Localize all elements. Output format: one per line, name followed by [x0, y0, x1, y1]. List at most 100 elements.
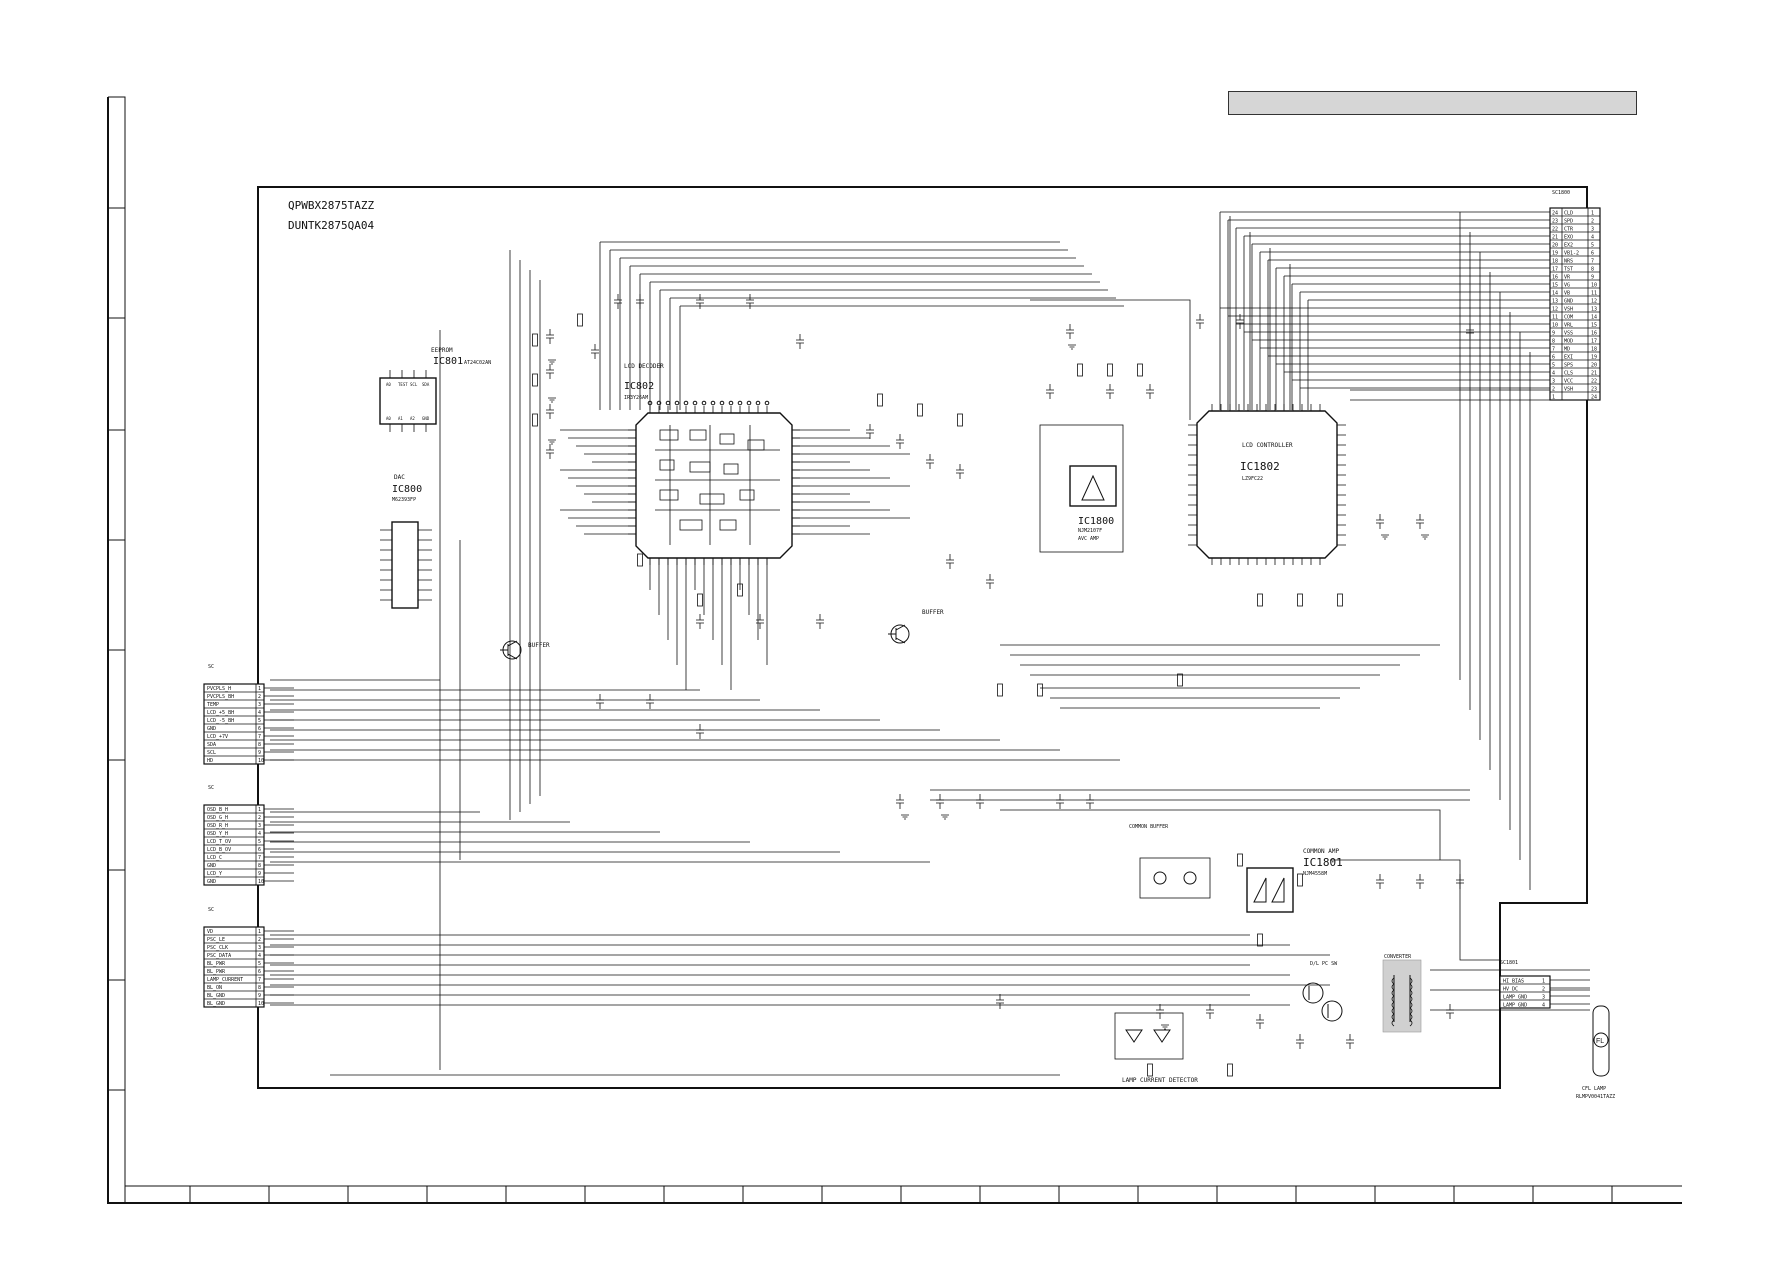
connector-pin-number: 3 [258, 702, 261, 708]
resistor [637, 553, 643, 567]
connector-pin-number: 16 [1591, 331, 1597, 337]
cfl-lamp: FL CFL LAMP RLMPV0041TAZZ [1576, 1005, 1615, 1100]
connector-pin-number: 14 [1591, 315, 1597, 321]
connector-pin-label: VSS [1564, 331, 1573, 337]
internal-block [699, 493, 725, 505]
connector-pin-label: LCD_-5_BH [207, 718, 234, 724]
svg-text:BUFFER: BUFFER [528, 642, 550, 649]
connector-pin-number: 7 [258, 977, 261, 983]
connector-pin-label: CLS [1564, 371, 1573, 377]
connector-pin-label: LAMP_CURRENT [207, 977, 243, 983]
connector-ref: SC1800 [1552, 190, 1570, 196]
connector-pin-number: 4 [258, 953, 261, 959]
connector-pin-number: 2 [258, 937, 261, 943]
connector-pin-number: 10 [258, 879, 264, 885]
internal-block [719, 433, 735, 445]
connector-pin-number: 1 [258, 807, 261, 813]
svg-text:COMMON BUFFER: COMMON BUFFER [1129, 824, 1169, 830]
connector-pin-number: 3 [1591, 227, 1594, 233]
connector-pin-number: 2 [258, 815, 261, 821]
pin-dot [665, 400, 671, 406]
connector-pin-number: 15 [1591, 323, 1597, 329]
connector-pin-number: 4 [1542, 1003, 1545, 1009]
decoder-ref: IC802 [624, 381, 654, 392]
regulator-part: NJM2107F [1078, 528, 1102, 534]
resistor [1297, 873, 1303, 887]
common-amp-part: NJM4558M [1303, 871, 1327, 877]
connector-pin-number: 6 [258, 726, 261, 732]
resistor [1297, 593, 1303, 607]
connector-pin-number: 20 [1591, 363, 1597, 369]
eeprom-pin-label: SCL [410, 382, 418, 387]
decoder-kind: LCD DECODER [624, 363, 664, 370]
connector-pin-number: 10 [258, 758, 264, 764]
connector-pin-number: 10 [1591, 283, 1597, 289]
connector-pin-label: EXO [1564, 235, 1573, 241]
resistor [577, 313, 583, 327]
resistor [532, 373, 538, 387]
connector-pin-number: 1 [1552, 395, 1555, 401]
connector-pin-label: SPS [1564, 363, 1573, 369]
connector-pin-label: VSH [1564, 307, 1573, 313]
connector-ref: SC [208, 785, 214, 791]
connector-pin-number: 24 [1591, 395, 1597, 401]
internal-block [659, 459, 675, 471]
pin-dot [647, 400, 653, 406]
connector-pin-label: VG [1564, 283, 1570, 289]
connector-pin-number: 24 [1552, 211, 1558, 217]
connector-pin-number: 23 [1591, 387, 1597, 393]
internal-block [739, 489, 755, 501]
connector-pin-label: CTR [1564, 227, 1574, 233]
connector-pin-label: LAMP_GND [1503, 1003, 1527, 1009]
pin-dot [737, 400, 743, 406]
resistor [1257, 933, 1263, 947]
internal-block [659, 489, 679, 501]
resistor [1257, 593, 1263, 607]
resistor [1107, 363, 1113, 377]
svg-text:LAMP CURRENT DETECTOR: LAMP CURRENT DETECTOR [1122, 1077, 1198, 1084]
connector-pin-number: 7 [258, 734, 261, 740]
connector-pin-label: BL_ON [207, 985, 222, 991]
connector-pin-label: VRL [1564, 323, 1573, 329]
resistor [957, 413, 963, 427]
connector-ref: SC [208, 907, 214, 913]
connector-pin-label: VR [1564, 275, 1571, 281]
buffer-left: BUFFER [500, 640, 550, 660]
connector-pin-number: 17 [1591, 339, 1597, 345]
connector-pin-number: 2 [1552, 387, 1555, 393]
connector-pin-label: LAMP_GND [1503, 995, 1527, 1001]
connector-pin-number: 2 [1591, 219, 1594, 225]
connector-pin-number: 6 [258, 969, 261, 975]
connector-pin-label: BL_GND [207, 993, 225, 999]
connector-pin-label: LCD_T_OV [207, 839, 231, 845]
svg-text:BUFFER: BUFFER [922, 609, 944, 616]
connector-pin-label: OSD_R_H [207, 823, 228, 829]
pin-dot [728, 400, 734, 406]
connector-pin-number: 7 [258, 855, 261, 861]
eeprom-pin-label: SDA [422, 382, 430, 387]
resistor [997, 683, 1003, 697]
connector-pin-label: VB1-2 [1564, 251, 1579, 257]
connector-pin-number: 8 [258, 863, 261, 869]
dac-kind: DAC [394, 474, 405, 481]
connector-pin-label: EX2 [1564, 243, 1573, 249]
connector-pin-number: 12 [1552, 307, 1558, 313]
connector-pin-number: 6 [1552, 355, 1555, 361]
connector-pin-number: 19 [1591, 355, 1597, 361]
eeprom-pin-label: TEST [398, 382, 408, 387]
common-buffer: COMMON BUFFER [1129, 824, 1211, 899]
lamp-part: RLMPV0041TAZZ [1576, 1094, 1615, 1100]
connector-pin-label: COM [1564, 315, 1573, 321]
decoder-part: IR3Y26AM [624, 395, 648, 401]
resistor [1227, 1063, 1233, 1077]
connector-pin-number: 23 [1552, 219, 1558, 225]
internal-block [723, 463, 739, 475]
connector-pin-number: 5 [1552, 363, 1555, 369]
connector-pin-number: 13 [1552, 299, 1558, 305]
controller-ic1802: LCD CONTROLLER IC1802 LZ9FC22 [1188, 404, 1346, 565]
connector-pin-number: 1 [258, 686, 261, 692]
pin-dot [683, 400, 689, 406]
connector-pin-label: PVCPLS_H [207, 686, 231, 692]
connector-pin-label: OSD_B_H [207, 807, 228, 813]
